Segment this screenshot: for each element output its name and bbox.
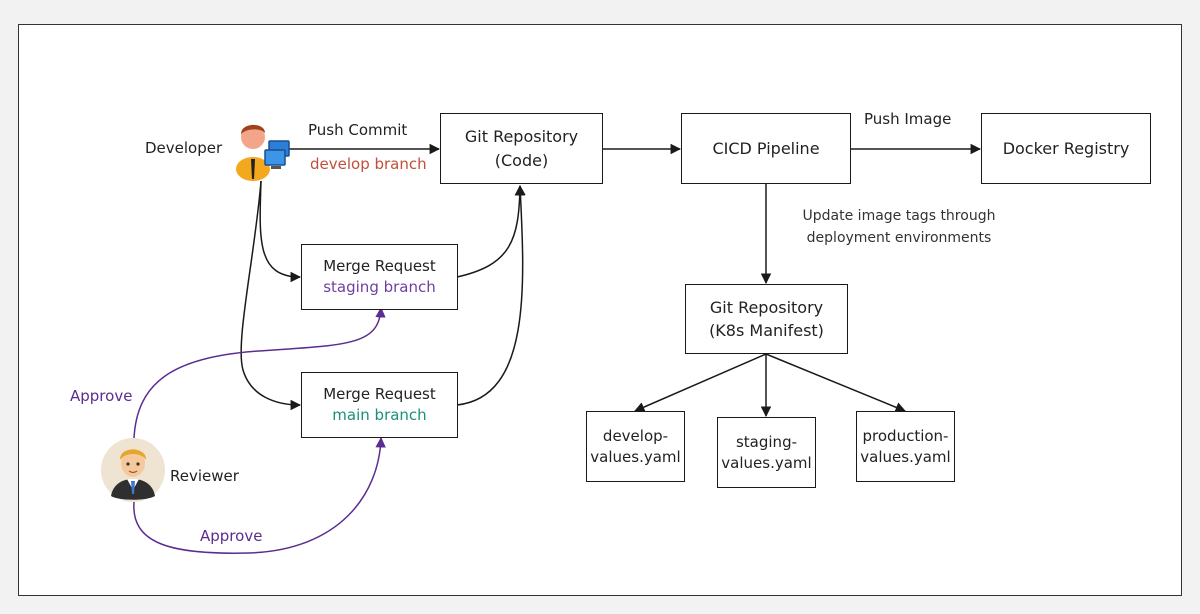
- approve-main-label: Approve: [200, 527, 263, 545]
- develop-values-line2: values.yaml: [590, 447, 681, 466]
- edge-approve-staging: [133, 306, 386, 439]
- developer-icon: [229, 117, 293, 181]
- develop-values-line1: develop-: [602, 426, 669, 445]
- diagram-canvas: Developer Reviewer Push Commit develop b…: [18, 24, 1182, 596]
- update-tags-line2: deployment environments: [806, 229, 992, 246]
- docker-registry-node: Docker Registry: [981, 113, 1151, 184]
- push-image-label: Push Image: [864, 110, 952, 128]
- edge-manifest-to-production: [765, 353, 906, 413]
- push-commit-label: Push Commit: [308, 121, 408, 139]
- update-tags-line1: Update image tags through: [802, 208, 996, 224]
- cicd-pipeline-node: CICD Pipeline: [681, 113, 851, 184]
- merge-request-main-node: Merge Request main branch: [301, 372, 458, 438]
- staging-values-line1: staging-: [735, 432, 798, 451]
- update-tags-note: Update image tags through deployment env…: [799, 206, 999, 249]
- edge-manifest-to-develop: [634, 353, 767, 413]
- merge-request-main-branch: main branch: [332, 406, 427, 424]
- merge-request-main-title: Merge Request: [323, 385, 436, 403]
- edge-dev-to-mr-main: [240, 180, 302, 411]
- git-repository-manifest-title: Git Repository: [709, 297, 824, 317]
- edge-mr-main-to-git: [456, 184, 526, 406]
- developer-label: Developer: [145, 139, 223, 157]
- production-values-node: production- values.yaml: [856, 411, 955, 482]
- merge-request-staging-title: Merge Request: [323, 257, 436, 275]
- edge-dev-to-mr-staging: [259, 180, 302, 283]
- reviewer-label: Reviewer: [170, 467, 239, 485]
- develop-branch-label: develop branch: [310, 155, 427, 173]
- staging-values-line2: values.yaml: [721, 453, 812, 472]
- edge-approve-main: [133, 436, 386, 554]
- git-repository-manifest-node: Git Repository (K8s Manifest): [685, 284, 848, 354]
- production-values-line1: production-: [862, 426, 949, 445]
- develop-values-node: develop- values.yaml: [586, 411, 685, 482]
- merge-request-staging-branch: staging branch: [323, 278, 436, 296]
- approve-staging-label: Approve: [70, 387, 133, 405]
- docker-registry-label: Docker Registry: [1002, 138, 1130, 158]
- git-repository-manifest-subtitle: (K8s Manifest): [709, 321, 824, 340]
- production-values-line2: values.yaml: [860, 447, 951, 466]
- cicd-pipeline-label: CICD Pipeline: [712, 138, 820, 158]
- diagram-connectors: [133, 143, 982, 554]
- reviewer-avatar-icon: [101, 438, 165, 502]
- git-repository-code-subtitle: (Code): [494, 150, 549, 170]
- git-repository-code-node: Git Repository (Code): [440, 113, 603, 184]
- staging-values-node: staging- values.yaml: [717, 417, 816, 488]
- git-repository-code-title: Git Repository: [464, 127, 579, 147]
- edge-mr-staging-to-git: [456, 184, 526, 278]
- merge-request-staging-node: Merge Request staging branch: [301, 244, 458, 310]
